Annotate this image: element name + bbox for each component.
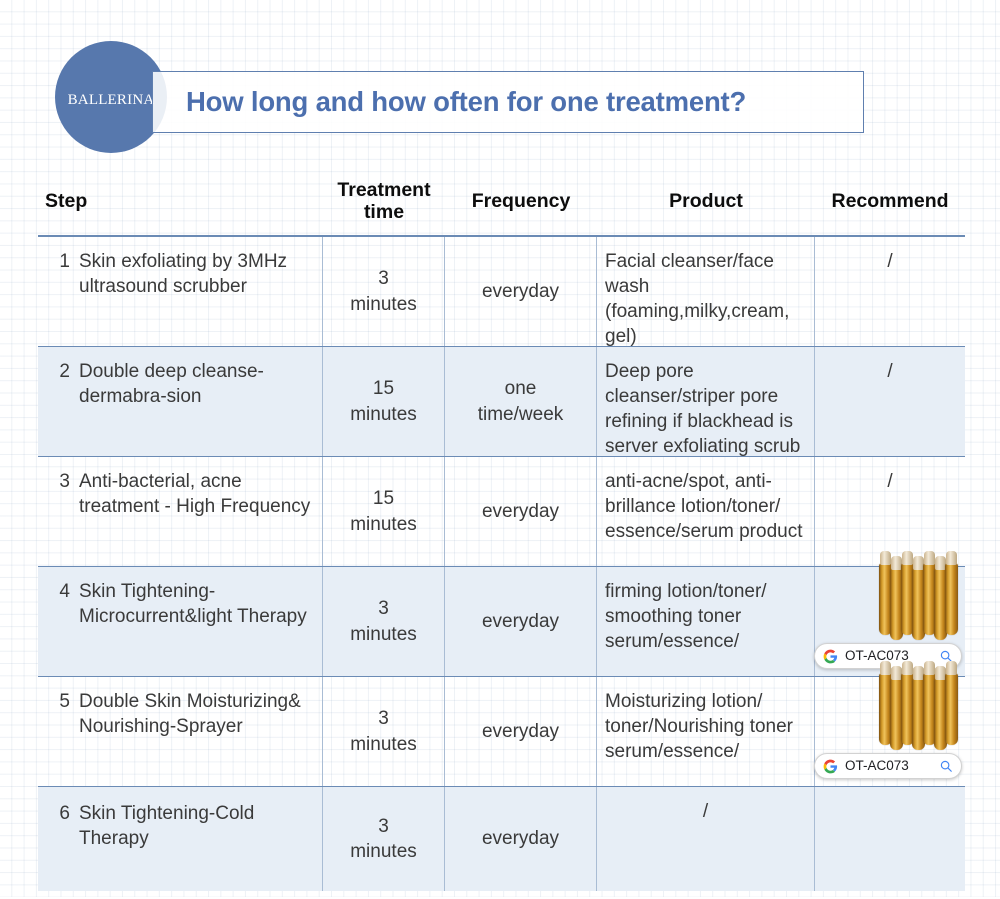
column-header-frequency: Frequency — [471, 189, 571, 212]
table-row: 4 Skin Tightening-Microcurrent&light The… — [38, 551, 965, 677]
cell-treatment-time: 15 minutes — [323, 457, 445, 566]
recommend-value: / — [887, 471, 893, 492]
search-input-value[interactable]: OT-AC073 — [845, 758, 909, 774]
cell-frequency: everyday — [445, 567, 597, 676]
cell-product: anti-acne/spot, anti-brillance lotion/to… — [597, 457, 815, 566]
google-g-icon — [823, 649, 838, 663]
cell-product: firming lotion/toner/ smoothing toner se… — [597, 567, 815, 676]
treatment-table: Step Treatment time Frequency Product Re… — [38, 168, 965, 897]
cell-step: 1 Skin exfoliating by 3MHz ultrasound sc… — [38, 237, 323, 346]
cell-step: 4 Skin Tightening-Microcurrent&light The… — [38, 567, 323, 676]
cell-recommend: / — [815, 237, 965, 346]
column-header-recommend: Recommend — [831, 189, 949, 212]
step-description: Skin Tightening-Cold Therapy — [79, 803, 255, 850]
cell-frequency: everyday — [445, 237, 597, 346]
step-description: Skin exfoliating by 3MHz ultrasound scru… — [79, 251, 288, 298]
frequency-value: everyday — [481, 610, 560, 632]
recommend-value: / — [887, 251, 893, 272]
column-header-product: Product — [669, 189, 743, 212]
product-value: Facial cleanser/face wash (foaming,milky… — [605, 251, 790, 348]
search-input-value[interactable]: OT-AC073 — [845, 648, 909, 664]
step-description: Double deep cleanse-dermabra-sion — [79, 361, 264, 408]
treatment-time-value: 3 minutes — [350, 268, 417, 315]
table-row: 6 Skin Tightening-Cold Therapy 3 minutes… — [38, 787, 965, 891]
step-number: 6 — [59, 803, 70, 824]
column-header-treatment-time: Treatment time — [337, 178, 431, 223]
magnifier-icon[interactable] — [939, 649, 953, 663]
step-number: 4 — [59, 581, 70, 602]
frequency-value: one time/week — [477, 378, 564, 425]
cell-product: Deep pore cleanser/striper pore refining… — [597, 347, 815, 458]
page-header: BALLERINA How long and how often for one… — [0, 0, 1000, 165]
table-row: 1 Skin exfoliating by 3MHz ultrasound sc… — [38, 237, 965, 347]
table-header-row: Step Treatment time Frequency Product Re… — [38, 168, 965, 235]
treatment-time-value: 3 minutes — [350, 815, 417, 862]
frequency-value: everyday — [481, 720, 560, 742]
step-description: Double Skin Moisturizing& Nourishing-Spr… — [79, 691, 301, 738]
cell-step: 5 Double Skin Moisturizing& Nourishing-S… — [38, 677, 323, 786]
recommend-value: / — [887, 361, 893, 382]
magnifier-icon[interactable] — [939, 759, 953, 773]
cell-step: 2 Double deep cleanse-dermabra-sion — [38, 347, 323, 456]
treatment-time-value: 15 minutes — [350, 378, 417, 425]
product-value: firming lotion/toner/ smoothing toner se… — [605, 581, 767, 653]
cell-recommend: OT-AC073 — [814, 661, 965, 786]
table-row: 2 Double deep cleanse-dermabra-sion 15 m… — [38, 347, 965, 457]
cell-frequency: everyday — [445, 677, 597, 786]
cell-recommend: / — [815, 347, 965, 456]
cell-treatment-time: 3 minutes — [323, 787, 445, 891]
step-number: 5 — [59, 691, 70, 712]
step-number: 1 — [59, 251, 70, 272]
cell-product: / — [597, 787, 815, 891]
google-search-widget[interactable]: OT-AC073 — [814, 753, 962, 779]
cell-recommend — [815, 787, 965, 891]
cell-recommend: OT-AC073 — [814, 551, 965, 676]
google-g-icon — [823, 759, 838, 773]
cell-frequency: one time/week — [445, 347, 597, 456]
cell-recommend: / — [815, 457, 965, 566]
product-value: Moisturizing lotion/ toner/Nourishing to… — [605, 691, 793, 763]
cell-treatment-time: 3 minutes — [323, 567, 445, 676]
ampoules-product-image — [877, 549, 963, 641]
table-row: 3 Anti-bacterial, acne treatment - High … — [38, 457, 965, 567]
table-row: 5 Double Skin Moisturizing& Nourishing-S… — [38, 661, 965, 787]
step-number: 2 — [59, 361, 70, 382]
cell-treatment-time: 3 minutes — [323, 237, 445, 346]
step-description: Anti-bacterial, acne treatment - High Fr… — [79, 471, 311, 518]
step-number: 3 — [59, 471, 70, 492]
cell-frequency: everyday — [445, 457, 597, 566]
page-title: How long and how often for one treatment… — [186, 86, 747, 117]
cell-treatment-time: 3 minutes — [323, 677, 445, 786]
step-description: Skin Tightening-Microcurrent&light Thera… — [79, 581, 307, 628]
product-value: / — [702, 801, 709, 822]
ampoules-product-image — [877, 659, 963, 751]
frequency-value: everyday — [481, 280, 560, 302]
frequency-value: everyday — [481, 500, 560, 522]
brand-logo-circle: BALLERINA — [55, 41, 167, 153]
frequency-value: everyday — [481, 828, 560, 850]
cell-step: 3 Anti-bacterial, acne treatment - High … — [38, 457, 323, 566]
treatment-time-value: 3 minutes — [350, 598, 417, 645]
cell-treatment-time: 15 minutes — [323, 347, 445, 456]
table-body: 1 Skin exfoliating by 3MHz ultrasound sc… — [38, 235, 965, 899]
column-header-step: Step — [45, 189, 88, 212]
treatment-time-value: 15 minutes — [350, 488, 417, 535]
brand-logo-text: BALLERINA — [67, 84, 155, 109]
google-search-widget[interactable]: OT-AC073 — [814, 643, 962, 669]
title-banner: How long and how often for one treatment… — [152, 71, 864, 133]
product-value: anti-acne/spot, anti-brillance lotion/to… — [605, 471, 803, 543]
treatment-time-value: 3 minutes — [350, 708, 417, 755]
cell-step: 6 Skin Tightening-Cold Therapy — [38, 787, 323, 891]
product-value: Deep pore cleanser/striper pore refining… — [605, 361, 801, 458]
cell-frequency: everyday — [445, 787, 597, 891]
cell-product: Moisturizing lotion/ toner/Nourishing to… — [597, 677, 815, 786]
cell-product: Facial cleanser/face wash (foaming,milky… — [597, 237, 815, 348]
